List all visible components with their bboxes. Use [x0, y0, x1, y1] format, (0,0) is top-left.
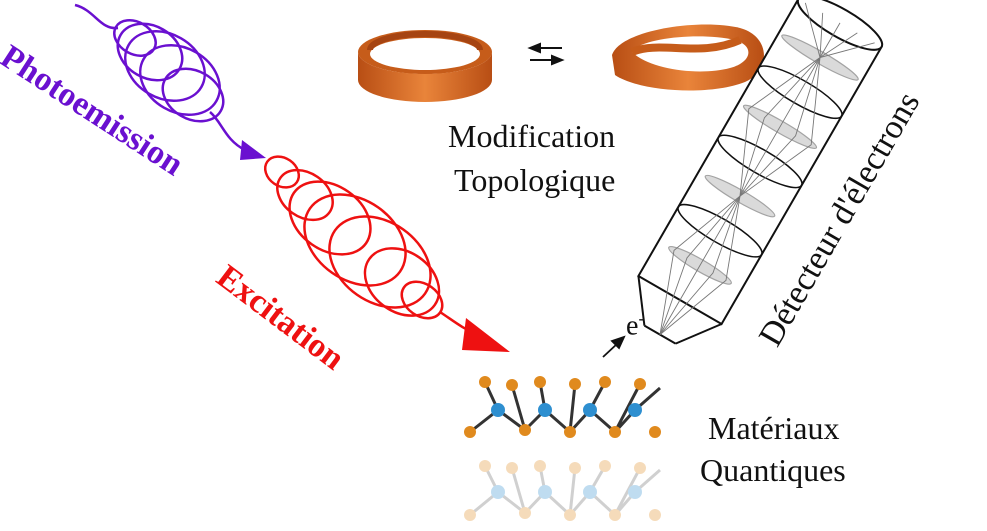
- materials-label-line1: Matériaux: [708, 410, 840, 446]
- topology-label-line2: Topologique: [454, 162, 616, 198]
- lattice-layer-top: [464, 376, 661, 438]
- electron-label: e-: [626, 308, 644, 342]
- exchange-arrows-icon: [527, 42, 565, 66]
- mobius-band-icon: [612, 24, 764, 91]
- excitation-wave: [263, 155, 510, 352]
- electron-arrow: [602, 335, 626, 358]
- materials-label-line2: Quantiques: [700, 452, 846, 488]
- electron-symbol: e: [626, 310, 639, 342]
- ring-band-icon: [358, 30, 492, 102]
- lattice-layer-bottom: [464, 460, 661, 521]
- electron-detector: [637, 0, 884, 345]
- electron-charge: -: [638, 308, 645, 328]
- topology-label-line1: Modification: [448, 118, 616, 154]
- photoemission-wave: [74, 3, 266, 160]
